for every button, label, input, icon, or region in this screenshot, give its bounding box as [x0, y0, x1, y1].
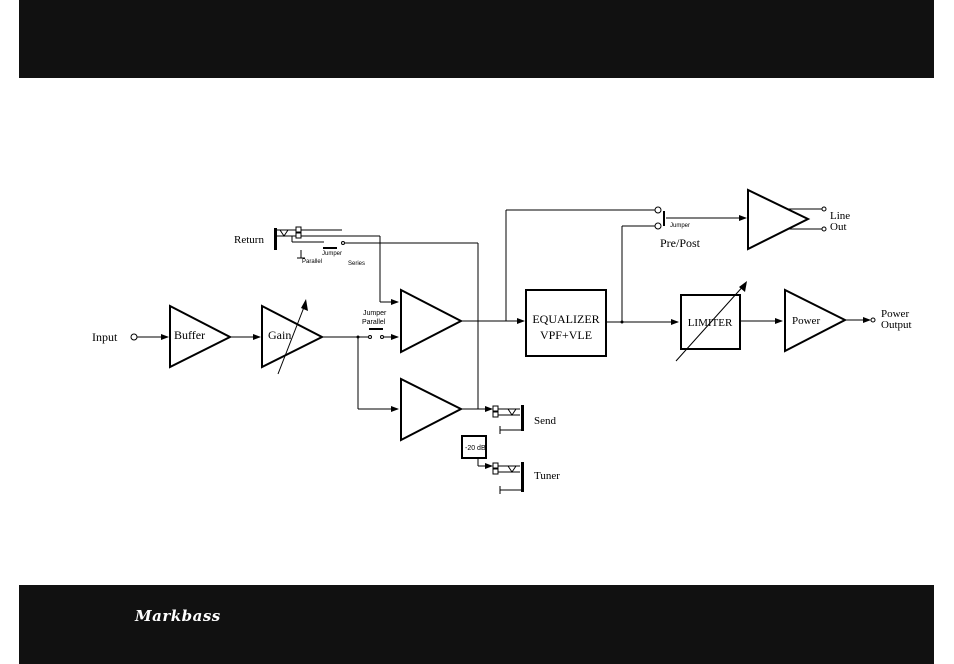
jumper-parallel-bar [369, 328, 383, 330]
post-contact-icon [654, 222, 662, 230]
power-output-label-1: Power [881, 308, 909, 320]
attenuator-label: -20 dB [465, 445, 486, 452]
power-label: Power [792, 315, 820, 327]
markbass-logo: Markbass [135, 607, 221, 625]
jumper-parallel-label-2: Parallel [362, 319, 386, 326]
gain-label: Gain [268, 328, 291, 342]
send-contact-icon [492, 411, 499, 418]
equalizer-label-2: VPF+VLE [540, 328, 592, 342]
return-jumper-bar [323, 247, 337, 249]
return-jumper-label: Jumper [322, 251, 342, 257]
return-label: Return [234, 234, 264, 246]
buffer-label: Buffer [174, 328, 205, 342]
line-out-label-2: Out [830, 221, 847, 233]
equalizer-block [525, 289, 607, 357]
jumper-contact-icon [368, 335, 372, 339]
jumper-parallel-label-1: Jumper [363, 310, 387, 317]
mix-amplifier [400, 288, 464, 354]
send-label: Send [534, 415, 557, 427]
line-out-terminal-icon [821, 226, 827, 232]
return-spring-icon [279, 229, 289, 237]
return-jack-icon [274, 228, 277, 250]
line-out-terminal-icon [821, 206, 827, 212]
tuner-contact-icon [492, 468, 499, 475]
gain-amplifier [261, 304, 325, 369]
attenuator-block [461, 435, 487, 459]
power-output-label-2: Output [881, 319, 912, 331]
pre-post-label: Pre/Post [660, 236, 701, 250]
power-output-terminal-icon [870, 317, 876, 323]
series-label: Series [348, 261, 365, 267]
series-contact-icon [341, 241, 345, 245]
send-amplifier [400, 377, 464, 442]
send-spring-icon [507, 408, 517, 416]
gain-variable-arrowhead-icon [301, 299, 308, 311]
input-jack-icon [130, 333, 138, 341]
jumper-contact-icon [380, 335, 384, 339]
equalizer-label-1: EQUALIZER [532, 312, 599, 326]
header-band [19, 0, 934, 78]
footer-band: Markbass [19, 585, 934, 664]
tuner-jack-icon [521, 462, 524, 492]
parallel-small-label: Parallel [302, 259, 322, 265]
pre-contact-icon [654, 206, 662, 214]
power-amplifier [784, 288, 848, 353]
tuner-label: Tuner [534, 470, 560, 482]
return-contact-icon [295, 232, 302, 239]
line-out-label-1: Line [830, 210, 850, 222]
tuner-spring-icon [507, 465, 517, 473]
buffer-amplifier [169, 304, 233, 369]
prepost-jumper-label: Jumper [670, 223, 690, 229]
input-label: Input [92, 330, 118, 344]
send-jack-icon [521, 405, 524, 431]
line-out-amplifier [747, 188, 811, 251]
return-contact-icon [295, 226, 302, 233]
limiter-variable-arrow [675, 282, 747, 362]
gain-variable-arrow [277, 301, 307, 375]
send-contact-icon [492, 405, 499, 412]
prepost-jumper-bar [663, 211, 665, 226]
tuner-contact-icon [492, 462, 499, 469]
limiter-variable-arrowhead-icon [739, 281, 747, 292]
